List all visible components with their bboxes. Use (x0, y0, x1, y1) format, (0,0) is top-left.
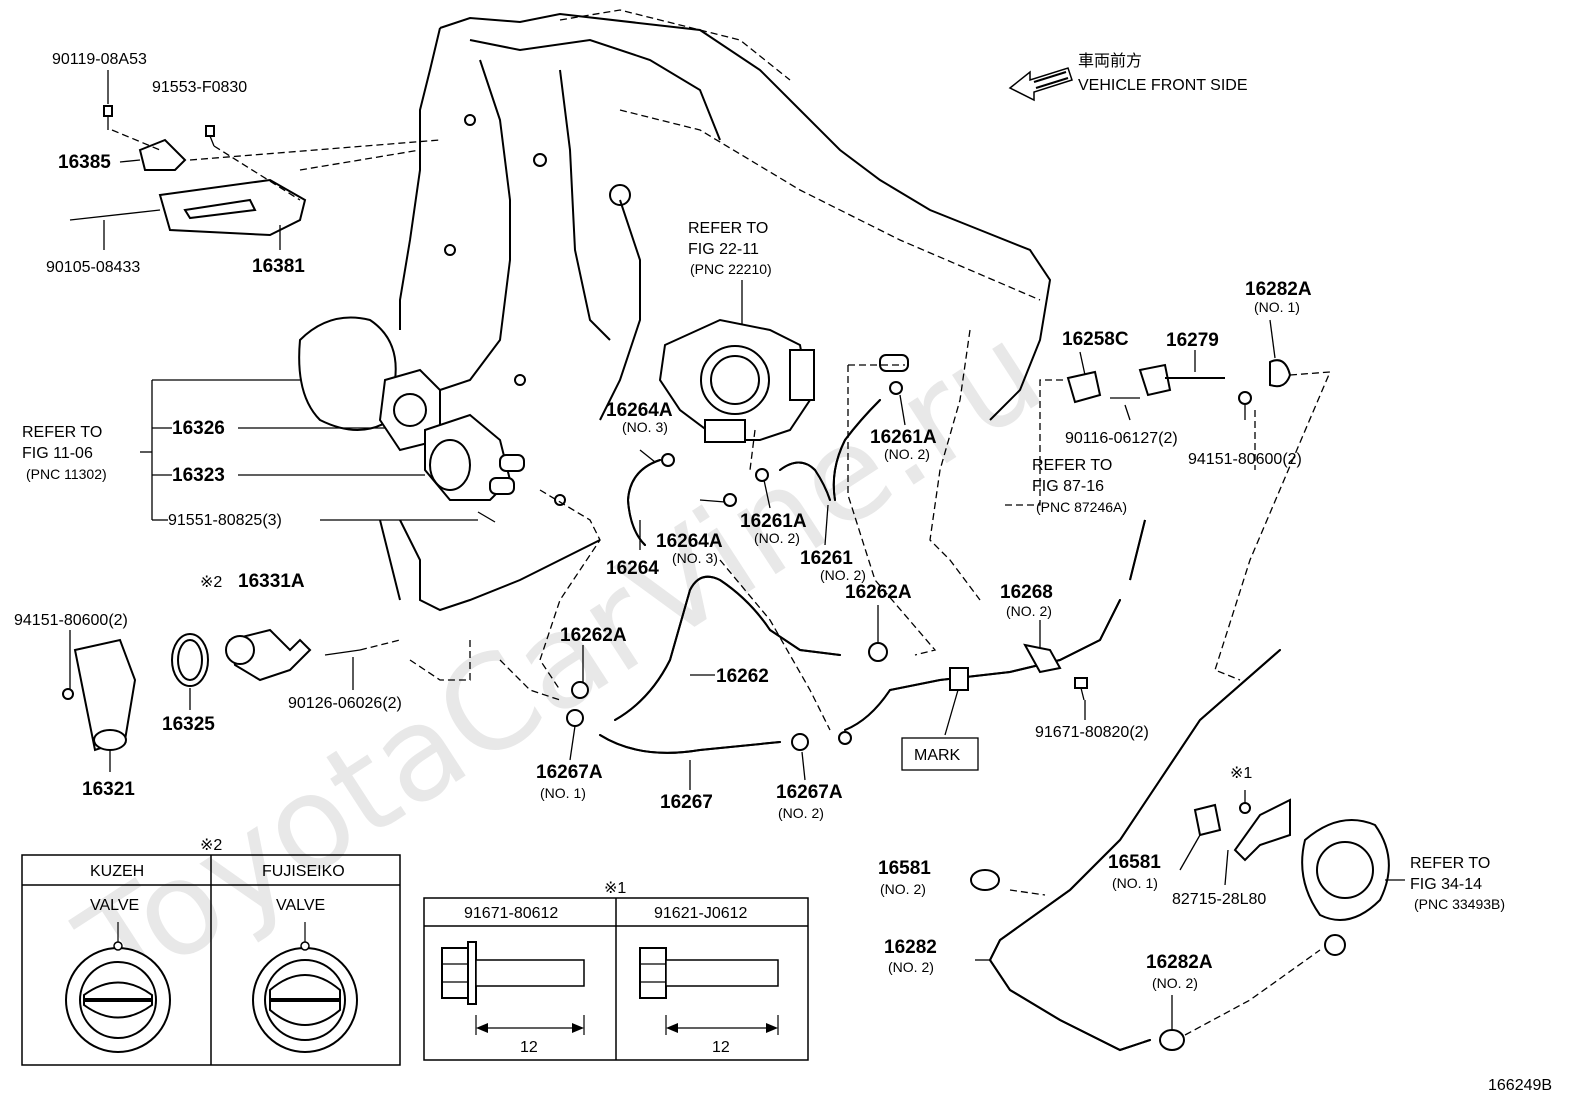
front-side-arrow-icon (1008, 67, 1073, 102)
label-16267A-right-no: (NO. 2) (778, 805, 824, 821)
ref-hose-l1: REFER TO (1032, 457, 1112, 474)
label-16264A-bottom-no: (NO. 3) (672, 550, 718, 566)
label-16268-no: (NO. 2) (1006, 603, 1052, 619)
label-90116-06127: 90116-06127(2) (1065, 430, 1178, 447)
ref-engine-l2: FIG 11-06 (22, 445, 93, 462)
label-16282-no: (NO. 2) (888, 959, 934, 975)
ref-throttle-l1: REFER TO (688, 220, 768, 237)
water-housing (378, 368, 525, 523)
ref-pump-l1: REFER TO (1410, 855, 1490, 872)
label-16279: 16279 (1166, 330, 1219, 351)
valve-table-mark: ※2 (200, 837, 222, 854)
label-16261A-mid: 16261A (740, 511, 807, 532)
label-16267A-right: 16267A (776, 782, 843, 803)
label-16581-left: 16581 (878, 858, 931, 879)
label-mark: MARK (914, 747, 961, 764)
label-16267A-left-no: (NO. 1) (540, 785, 586, 801)
mark-box (901, 737, 979, 771)
label-90126-06026: 90126-06026(2) (288, 695, 402, 712)
label-82715-28L80: 82715-28L80 (1172, 891, 1266, 908)
bolt-table (423, 897, 809, 1061)
ref-engine-l1: REFER TO (22, 424, 102, 441)
label-90119-08A53: 90119-08A53 (52, 51, 147, 68)
label-16262A-right: 16262A (845, 582, 912, 603)
label-90105-08433: 90105-08433 (46, 259, 140, 276)
valve-header-fujiseiko: FUJISEIKO (262, 863, 345, 880)
label-94151-80600-left: 94151-80600(2) (14, 612, 128, 629)
bolt-dim-left: 12 (520, 1039, 538, 1056)
water-pipe (844, 599, 1121, 731)
label-16321: 16321 (82, 779, 135, 800)
label-16262A-left: 16262A (560, 625, 627, 646)
label-16282A-top: 16282A (1245, 279, 1312, 300)
ref-pump-l2: FIG 34-14 (1410, 876, 1482, 893)
label-16381: 16381 (252, 256, 305, 277)
valve-header-kuzeh: KUZEH (90, 863, 144, 880)
label-16323: 16323 (172, 465, 225, 486)
label-16331A: 16331A (238, 571, 305, 592)
label-16326: 16326 (172, 418, 225, 439)
label-16258C: 16258C (1062, 329, 1129, 350)
label-16267A-left: 16267A (536, 762, 603, 783)
label-16264: 16264 (606, 558, 659, 579)
label-16385: 16385 (58, 152, 111, 173)
label-94151-80600-right: 94151-80600(2) (1188, 451, 1302, 468)
label-mark-1: ※1 (1230, 765, 1252, 782)
label-16581-left-no: (NO. 2) (880, 881, 926, 897)
label-16325: 16325 (162, 714, 215, 735)
valve-label-kuzeh: VALVE (90, 897, 139, 914)
bracket-assembly (69, 105, 441, 237)
ref-pump-l3: (PNC 33493B) (1414, 896, 1505, 912)
label-91671-80820: 91671-80820(2) (1035, 724, 1149, 741)
ref-engine-l3: (PNC 11302) (26, 466, 107, 482)
bolt-header-91621: 91621-J0612 (654, 905, 748, 922)
label-16261-no: (NO. 2) (820, 567, 866, 583)
label-16267: 16267 (660, 792, 713, 813)
label-16282A-top-no: (NO. 1) (1254, 299, 1300, 315)
label-16581-right-no: (NO. 1) (1112, 875, 1158, 891)
label-mark-2: ※2 (200, 574, 222, 591)
label-16264A-top-no: (NO. 3) (622, 419, 668, 435)
bolt-table-mark: ※1 (604, 880, 626, 897)
label-16264A-bottom: 16264A (656, 531, 723, 552)
label-91551-80825: 91551-80825(3) (168, 512, 282, 529)
label-16261A-right: 16261A (870, 427, 937, 448)
valve-label-fujiseiko: VALVE (276, 897, 325, 914)
ref-hose-l2: FIG 87-16 (1032, 478, 1104, 495)
label-16282A-bottom: 16282A (1146, 952, 1213, 973)
throttle-body (658, 280, 815, 443)
leader-lines (69, 70, 1405, 1030)
guide-lines (299, 149, 1332, 1036)
label-16261A-mid-no: (NO. 2) (754, 530, 800, 546)
right-hose-group (970, 359, 1390, 1052)
label-16282A-bottom-no: (NO. 2) (1152, 975, 1198, 991)
label-16581-right: 16581 (1108, 852, 1161, 873)
label-16264A-top: 16264A (606, 400, 673, 421)
front-side-en: VEHICLE FRONT SIDE (1078, 77, 1248, 94)
label-16261A-right-no: (NO. 2) (884, 446, 930, 462)
label-16268: 16268 (1000, 582, 1053, 603)
label-16262: 16262 (716, 666, 769, 687)
label-16282: 16282 (884, 937, 937, 958)
valve-table (21, 854, 401, 1066)
figure-code: 166249B (1488, 1077, 1552, 1094)
throttle-hoses (626, 354, 909, 546)
ref-hose-l3: (PNC 87246A) (1036, 499, 1127, 515)
bolt-header-91671: 91671-80612 (464, 905, 558, 922)
bolt-dim-right: 12 (712, 1039, 730, 1056)
front-side-jp: 車両前方 (1078, 52, 1142, 70)
label-16261: 16261 (800, 548, 853, 569)
ref-throttle-l2: FIG 22-11 (688, 241, 759, 258)
ref-throttle-l3: (PNC 22210) (690, 261, 772, 277)
label-91553-F0830: 91553-F0830 (152, 79, 247, 96)
thermostat-group (62, 628, 401, 752)
coolant-hoses (566, 575, 888, 754)
